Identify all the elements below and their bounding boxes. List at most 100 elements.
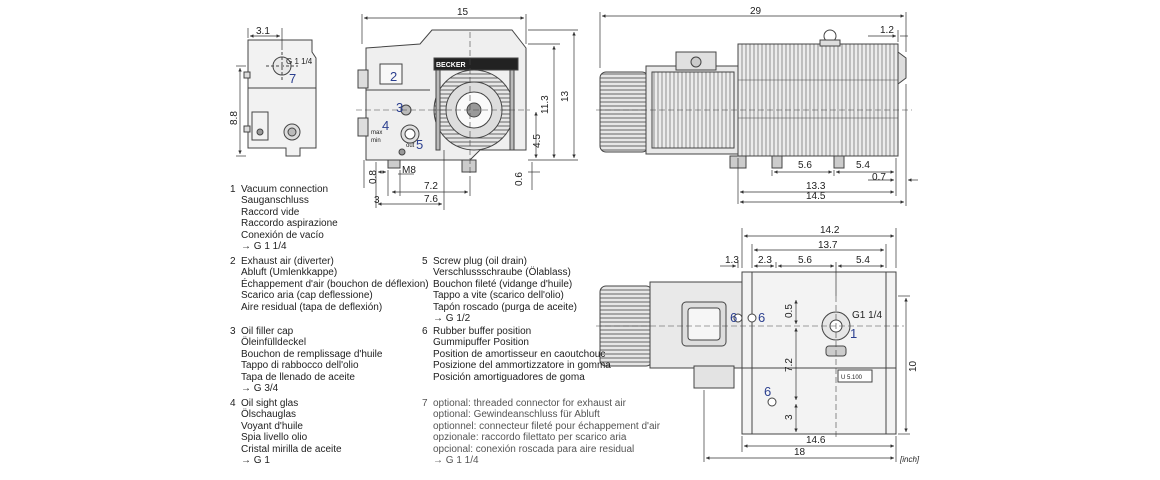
legend-line: Tapa de llenado de aceite [241,371,355,383]
legend-line: Position de amortisseur en caoutchouc [433,348,606,360]
callout-5: 5 [416,137,423,152]
legend-line: Oil filler cap [241,326,294,337]
legend-line: Échappement d'air (bouchon de déflexion) [241,278,429,290]
dim-5-6-top: 5.6 [798,255,812,266]
side-view-large [596,29,912,169]
label-min: min [371,138,381,144]
legend-line: Tappo a vite (scarico dell'olio) [433,290,564,302]
dim-3-top: 3 [784,414,795,420]
dim-29: 29 [750,6,762,17]
legend-line: Ölschauglas [241,409,297,421]
dim-14-5: 14.5 [806,191,826,202]
legend-line: opcional: conexión roscada para aire res… [433,443,635,455]
legend-line: → G 1/2 [433,312,471,324]
legend-line: Rubber buffer position [433,326,532,337]
label-g114-top: G1 1/4 [852,310,882,321]
legend-line: Conexión de vacío [241,229,324,241]
dim-13: 13 [560,90,571,102]
dim-5-4-top: 5.4 [856,255,870,266]
front-view [356,29,530,176]
dim-0-6: 0.6 [514,172,525,186]
legend-line: Gummipuffer Position [433,337,529,349]
callout-6-left: 6 [730,310,737,325]
dim-18: 18 [794,447,806,458]
dim-8-8: 8.8 [229,111,240,125]
dim-7-6: 7.6 [424,194,438,205]
legend-num: 6 [422,326,428,337]
dim-1-3: 1.3 [725,255,739,266]
legend-num: 4 [230,398,236,409]
dim-4-5: 4.5 [532,134,543,148]
legend-line: Tappo di rabbocco dell'olio [241,360,359,372]
dim-1-2: 1.2 [880,25,894,36]
callout-6-bottom: 6 [764,384,771,399]
dim-3-1: 3.1 [256,26,270,37]
callout-4: 4 [382,118,389,133]
dim-0-8: 0.8 [368,170,379,184]
callout-1: 1 [850,326,857,341]
legend-line: Screw plug (oil drain) [433,256,527,267]
dims-side-view-small [236,28,283,157]
dim-14-2: 14.2 [820,225,840,236]
legend-line: optional: threaded connector for exhaust… [433,398,626,409]
legend-num: 5 [422,256,428,267]
label-g114-small: G 1 1/4 [286,57,313,66]
dim-3: 3 [374,195,380,206]
legend-line: opzionale: raccordo filettato per scaric… [433,432,627,444]
legend-line: Bouchon fileté (vidange d'huile) [433,278,573,290]
legend-line: Posición amortiguadores de goma [433,371,585,383]
label-out: out [406,143,415,149]
legend-line: Voyant d'huile [241,420,303,432]
legend-line: Oil sight glas [241,398,299,409]
legend-num: 2 [230,256,236,267]
legend-line: optionnel: connecteur fileté pour échapp… [433,420,661,432]
dim-13-3: 13.3 [806,181,826,192]
dim-15: 15 [457,7,469,18]
dim-14-6: 14.6 [806,435,826,446]
legend-line: → G 1 [241,454,270,466]
callout-6-right: 6 [758,310,765,325]
dim-m8: M8 [402,165,416,176]
legend-line: Cristal mirilla de aceite [241,443,342,455]
legend-num: 3 [230,326,236,337]
legend-line: Raccordo aspirazione [241,218,338,230]
top-view [596,271,904,440]
dim-5-4: 5.4 [856,160,870,171]
dims-front-view [361,14,578,210]
dim-0-5: 0.5 [784,304,795,318]
dim-7-2: 7.2 [424,181,438,192]
callout-7: 7 [289,71,296,86]
dim-7-2-top: 7.2 [784,358,795,372]
callout-2: 2 [390,69,397,84]
legend-line: Scarico aria (cap deflessione) [241,290,373,302]
legend-line: → G 1 1/4 [433,454,479,466]
dim-5-6: 5.6 [798,160,812,171]
legend-line: Posizione del ammortizzatore in gomma [433,360,611,372]
dim-11-3: 11.3 [540,95,551,114]
legend-line: Tapón roscado (purga de aceite) [433,301,577,313]
legend-line: → G 1 1/4 [241,240,287,252]
brand-label: BECKER [436,62,466,69]
legend-line: Raccord vide [241,206,300,218]
dim-13-7: 13.7 [818,240,838,251]
plate-label: U 5.100 [841,375,863,381]
legend-num: 7 [422,398,428,409]
label-max: max [371,130,382,136]
legend-num: 1 [230,184,236,195]
callout-3: 3 [396,100,403,115]
legend-line: Spia livello olio [241,432,308,444]
legend-line: Öleinfülldeckel [241,337,307,349]
dim-10: 10 [908,360,919,372]
legend-line: Verschlussschraube (Ölablass) [433,267,571,279]
legend-line: optional: Gewindeanschluss für Abluft [433,409,600,421]
legend-line: Abluft (Umlenkkappe) [241,267,338,279]
dims-top-view [703,228,910,462]
legend-line: Sauganschluss [241,195,309,207]
legend-line: → G 3/4 [241,382,279,394]
dim-2-3: 2.3 [758,255,772,266]
legend-line: Bouchon de remplissage d'huile [241,348,383,360]
unit-label: [inch] [899,455,920,464]
dim-0-7: 0.7 [872,172,886,183]
dims-side-view-large [599,12,918,206]
